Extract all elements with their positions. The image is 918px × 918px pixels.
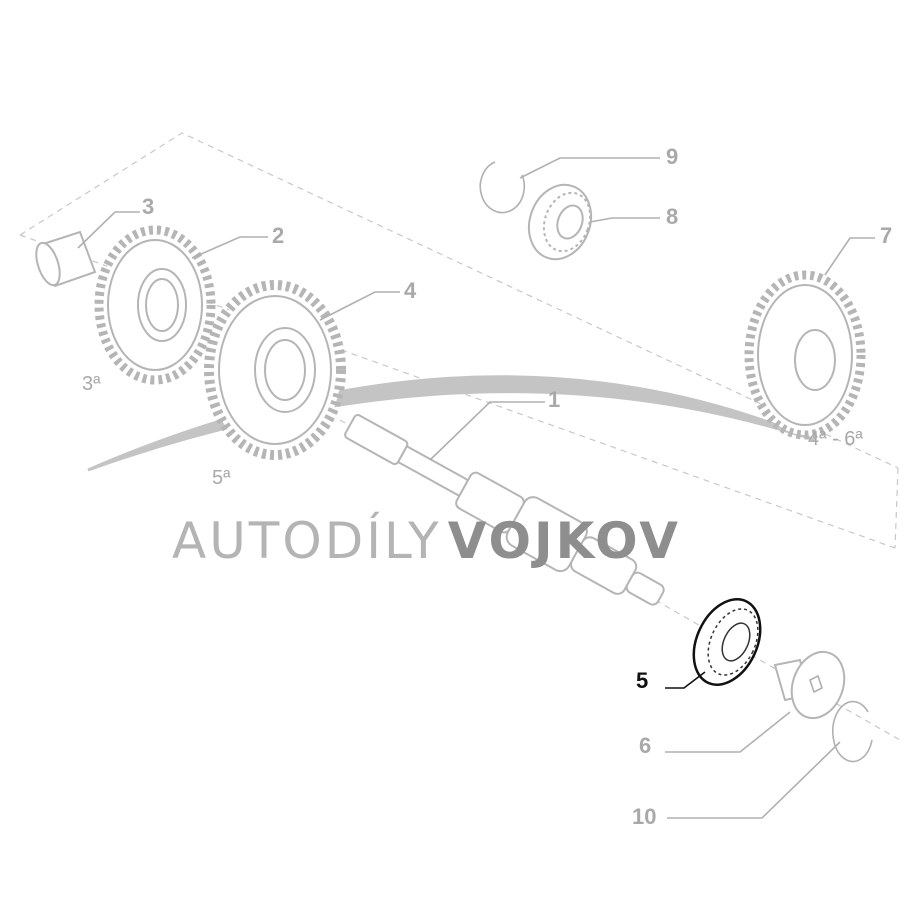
watermark-autodily: AUTODÍLY <box>172 511 442 570</box>
callout-7[interactable]: 7 <box>880 223 892 248</box>
callout-6[interactable]: 6 <box>639 733 651 758</box>
callout-8[interactable]: 8 <box>666 204 678 229</box>
watermark-vojkov: VOJKOV <box>448 512 681 570</box>
part-9-snap-ring[interactable] <box>479 161 526 214</box>
gear-label-3rd: 3ª <box>82 373 101 395</box>
part-10-snap-ring[interactable] <box>832 700 873 763</box>
callout-9[interactable]: 9 <box>666 144 678 169</box>
watermark-swoosh <box>87 375 816 472</box>
assembly-guide-lines <box>19 132 901 741</box>
callout-1[interactable]: 1 <box>548 387 560 412</box>
part-6-flange-bolt[interactable] <box>773 644 853 725</box>
callout-2[interactable]: 2 <box>272 223 284 248</box>
part-7-gear[interactable] <box>744 270 866 440</box>
callout-5[interactable]: 5 <box>636 668 648 693</box>
part-5-bearing[interactable] <box>681 589 773 696</box>
part-4-gear[interactable] <box>204 280 346 460</box>
callout-3[interactable]: 3 <box>142 194 154 219</box>
leader-lines <box>77 157 875 819</box>
part-1-shaft[interactable] <box>337 401 674 620</box>
gear-label-5th: 5ª <box>212 467 231 489</box>
callout-4[interactable]: 4 <box>404 278 417 303</box>
part-2-gear[interactable] <box>94 225 216 385</box>
callout-10[interactable]: 10 <box>632 804 656 829</box>
gear-label-4th-6th: 4ª - 6ª <box>808 428 863 450</box>
part-8-bearing[interactable] <box>519 176 601 268</box>
